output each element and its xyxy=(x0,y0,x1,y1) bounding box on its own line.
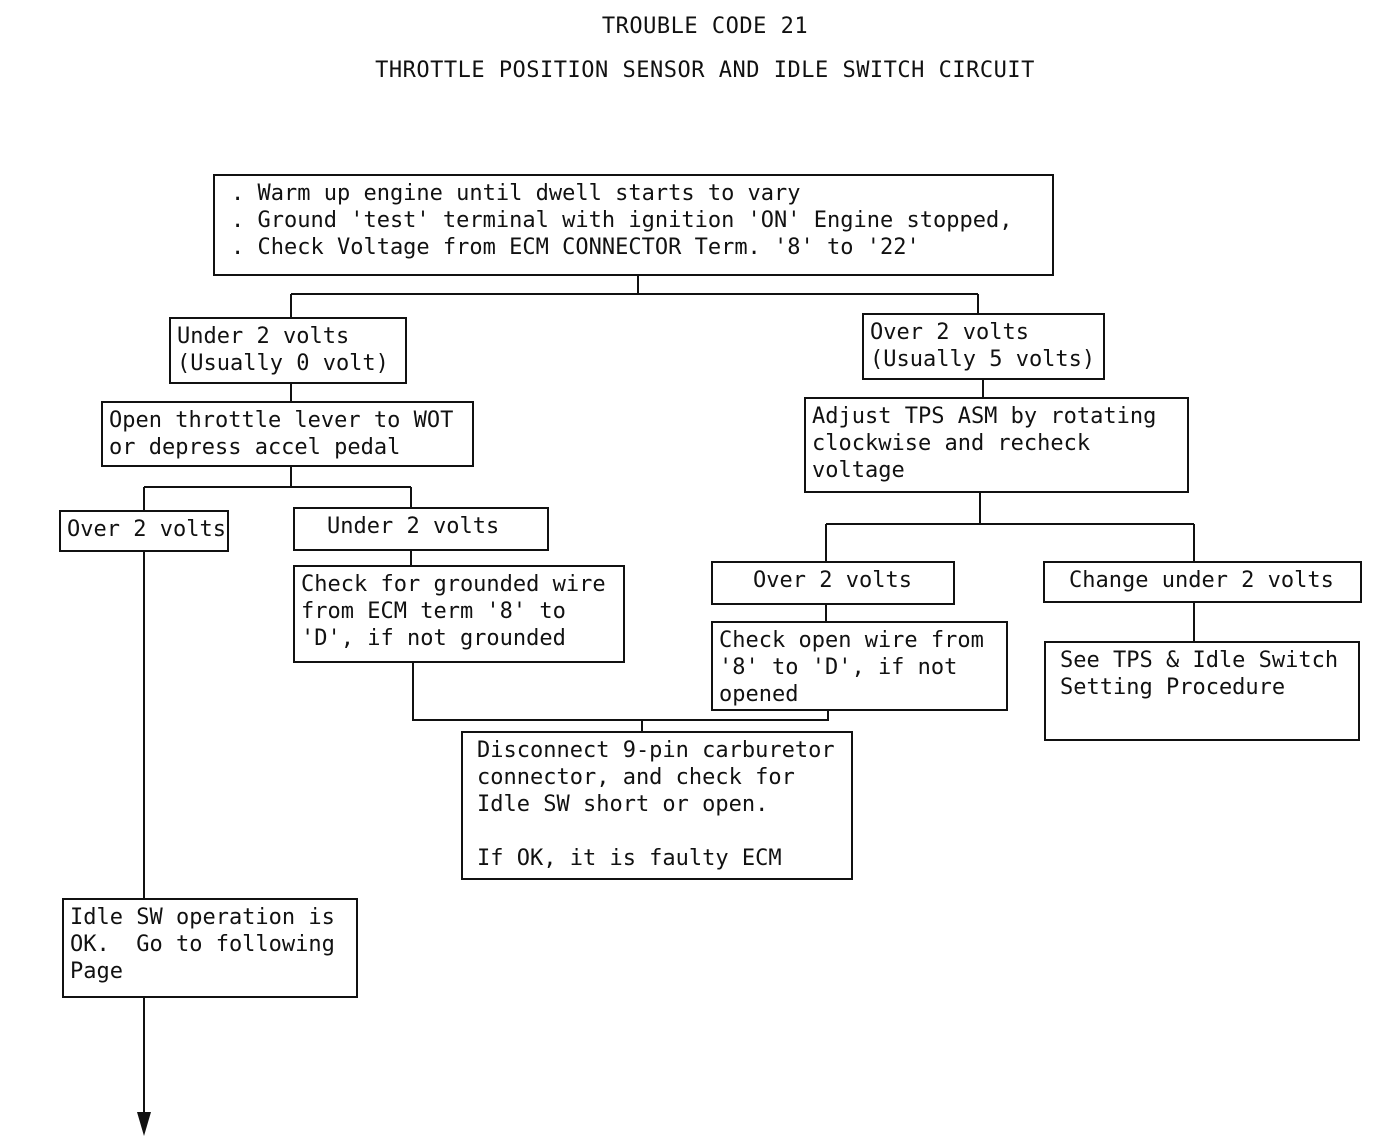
node-text-line: . Check Voltage from ECM CONNECTOR Term.… xyxy=(231,235,920,260)
node-text-line: . Warm up engine until dwell starts to v… xyxy=(231,181,801,206)
connector-merge-disconnect xyxy=(412,662,829,731)
node-text-line: connector, and check for xyxy=(477,765,795,790)
node-text-line: '8' to 'D', if not xyxy=(719,655,958,680)
node-text-line: Over 2 volts xyxy=(67,517,226,542)
node-over-2-volts-right: Over 2 volts xyxy=(711,561,955,605)
connector-open-throttle-split xyxy=(143,466,412,511)
connector-start-split xyxy=(290,275,979,317)
node-text-line: See TPS & Idle Switch xyxy=(1060,648,1339,673)
node-change-under-2-volts: Change under 2 volts xyxy=(1043,561,1362,603)
node-text-line: Open throttle lever to WOT xyxy=(109,408,454,433)
node-text-line: Under 2 volts xyxy=(177,324,350,349)
node-text-line: Check open wire from xyxy=(719,628,984,653)
connector-adjust-split xyxy=(825,492,1195,561)
node-text-line: Idle SW operation is xyxy=(70,905,335,930)
arrow-down-icon xyxy=(137,1112,151,1136)
node-text-line: Setting Procedure xyxy=(1060,675,1286,700)
node-text-line: Change under 2 volts xyxy=(1069,568,1334,593)
node-text-line: clockwise and recheck xyxy=(812,431,1091,456)
node-text-line: (Usually 0 volt) xyxy=(177,351,389,376)
diagram-subtitle: THROTTLE POSITION SENSOR AND IDLE SWITCH… xyxy=(375,58,1035,83)
node-text-line: If OK, it is faulty ECM xyxy=(477,846,782,871)
node-text-line xyxy=(477,818,845,845)
node-over-2-volts-usually-5: Over 2 volts(Usually 5 volts) xyxy=(862,313,1105,380)
node-text-line: Over 2 volts xyxy=(753,568,912,593)
node-text-line: Adjust TPS ASM by rotating xyxy=(812,404,1157,429)
node-text-line: Idle SW short or open. xyxy=(477,792,769,817)
node-text-line: . Ground 'test' terminal with ignition '… xyxy=(231,208,1013,233)
node-text-line: opened xyxy=(719,682,799,707)
node-text-line: Check for grounded wire xyxy=(301,572,606,597)
node-text-line: Page xyxy=(70,959,123,984)
node-text-line: Under 2 volts xyxy=(327,514,500,539)
node-text-line: Disconnect 9-pin carburetor xyxy=(477,738,835,763)
node-text-line: Over 2 volts xyxy=(870,320,1029,345)
node-text-line: voltage xyxy=(812,458,905,483)
node-start: . Warm up engine until dwell starts to v… xyxy=(213,174,1054,276)
node-under-2-volts-center: Under 2 volts xyxy=(293,507,549,551)
node-text-line: or depress accel pedal xyxy=(109,435,401,460)
node-text-line: from ECM term '8' to xyxy=(301,599,566,624)
diagram-title: TROUBLE CODE 21 xyxy=(601,14,809,39)
node-text-line: OK. Go to following xyxy=(70,932,335,957)
node-under-2-volts-usually-0: Under 2 volts(Usually 0 volt) xyxy=(169,317,407,384)
node-text-line: 'D', if not grounded xyxy=(301,626,566,651)
node-over-2-volts-left: Over 2 volts xyxy=(59,510,229,552)
node-text-line: (Usually 5 volts) xyxy=(870,347,1096,372)
